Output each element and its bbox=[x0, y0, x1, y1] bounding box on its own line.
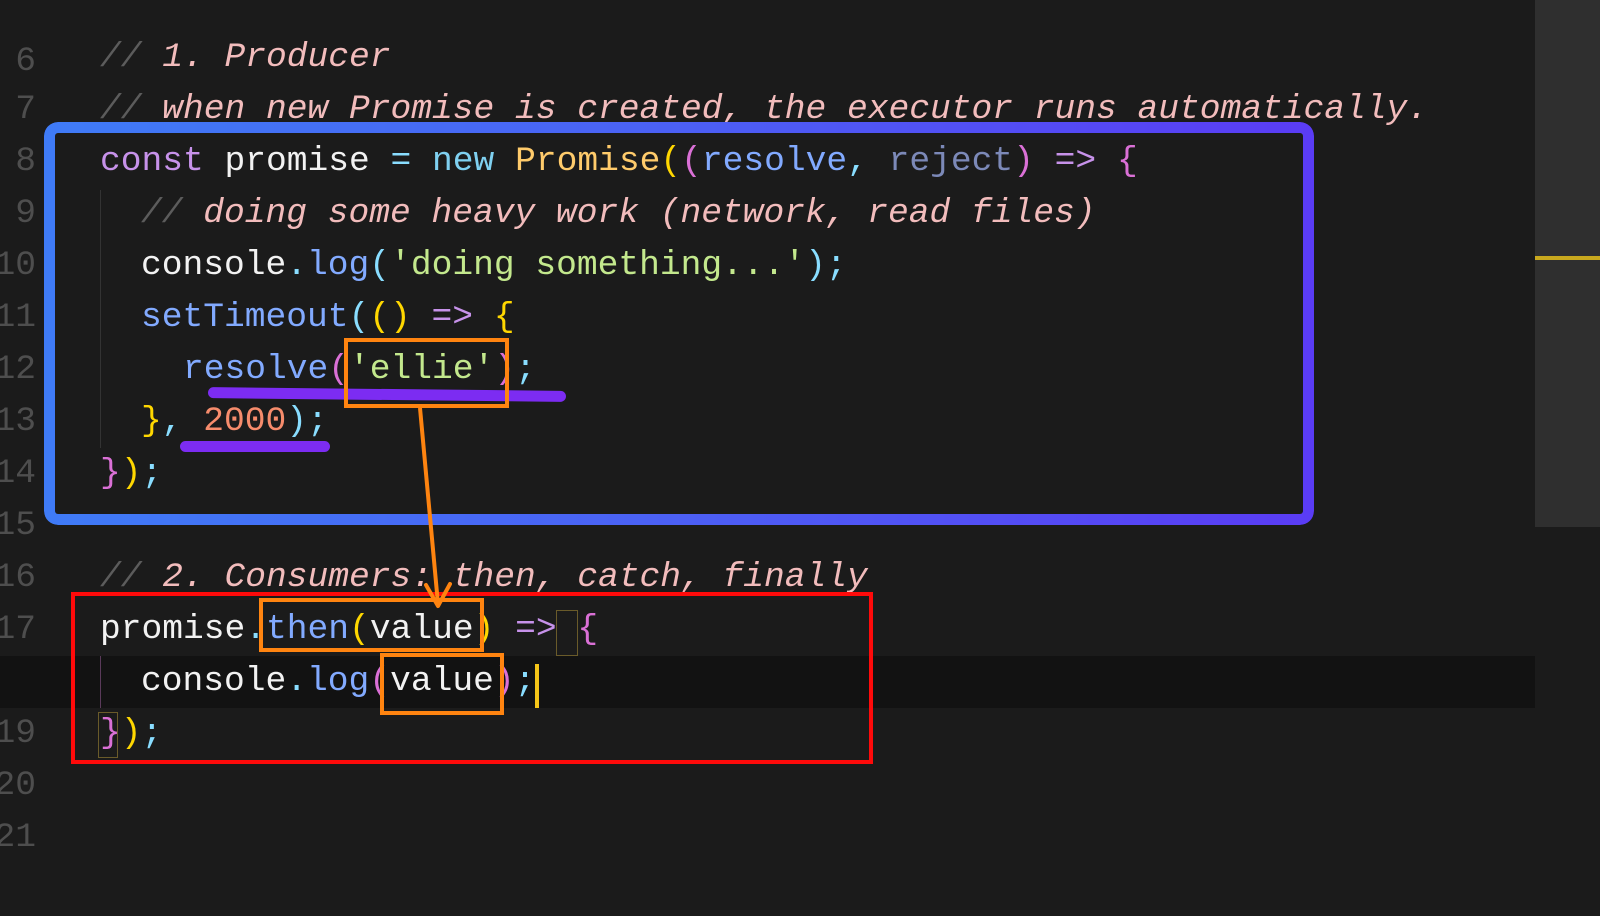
bracket-match-highlight bbox=[98, 712, 118, 758]
code-line[interactable]: 20 }); bbox=[0, 708, 1565, 805]
line-number: 16 bbox=[0, 558, 36, 597]
code-line[interactable]: 21 bbox=[0, 760, 1565, 857]
code-line[interactable]: 17 // 2. Consumers: then, catch, finally bbox=[0, 552, 1565, 649]
code-line[interactable]: 6 bbox=[0, 0, 1565, 81]
line-number: 11 bbox=[0, 298, 36, 337]
line-number: 17 bbox=[0, 610, 36, 649]
line-number: 12 bbox=[0, 350, 36, 389]
indent-guide-active bbox=[100, 656, 101, 708]
code-line[interactable]: 7 // 1. Producer bbox=[0, 32, 1565, 129]
bracket-match-highlight bbox=[556, 610, 578, 656]
line-number: 14 bbox=[0, 454, 36, 493]
line-number: 9 bbox=[15, 194, 36, 233]
consumer-annotation-box bbox=[71, 592, 873, 764]
vertical-scrollbar-thumb[interactable] bbox=[1535, 0, 1600, 527]
line-number: 20 bbox=[0, 766, 36, 805]
log-value-highlight-box bbox=[380, 653, 504, 715]
code-text: console.log(value); bbox=[141, 662, 536, 701]
code-line-current[interactable]: 19 console.log(value); bbox=[0, 656, 1565, 753]
line-number: 8 bbox=[15, 142, 36, 181]
line-number: 19 bbox=[0, 714, 36, 753]
line-number: 21 bbox=[0, 818, 36, 857]
comment: // 2. Consumers: then, catch, finally bbox=[100, 558, 868, 597]
comment: // 1. Producer bbox=[100, 38, 391, 77]
code-line[interactable]: 16 bbox=[0, 500, 1565, 597]
line-number: 7 bbox=[15, 90, 36, 129]
line-number: 15 bbox=[0, 506, 36, 545]
line-number: 6 bbox=[15, 42, 36, 81]
scrollbar-cursor-marker bbox=[1535, 256, 1600, 260]
line-number: 10 bbox=[0, 246, 36, 285]
timeout-underline bbox=[180, 441, 330, 452]
line-number: 13 bbox=[0, 402, 36, 441]
text-cursor bbox=[535, 664, 539, 708]
then-value-highlight-box bbox=[259, 598, 484, 652]
code-text: }); bbox=[100, 714, 163, 753]
ellie-highlight-box bbox=[344, 338, 509, 408]
producer-annotation-box bbox=[44, 122, 1314, 525]
